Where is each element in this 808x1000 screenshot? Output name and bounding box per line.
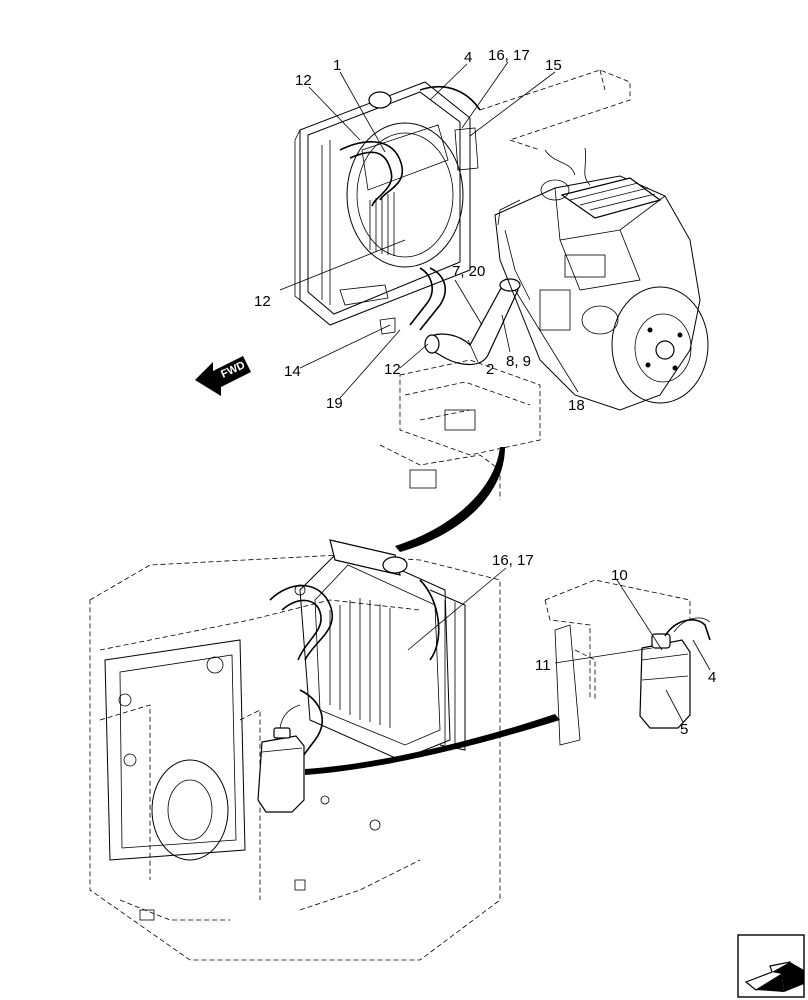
callout-8-9: 8, 9: [506, 353, 531, 370]
callout-5: 5: [680, 721, 688, 738]
machine-frame-lower: [89, 554, 501, 961]
engine-assembly-upper: [479, 69, 709, 411]
page-turn-icon[interactable]: [737, 934, 805, 998]
radiator-assembly-upper: [294, 81, 521, 365]
callout-7-20: 7, 20: [452, 263, 485, 280]
callout-19: 19: [326, 395, 343, 412]
callout-1: 1: [333, 57, 341, 74]
callout-10: 10: [611, 567, 628, 584]
callout-4: 4: [708, 669, 716, 686]
callout-11: 11: [535, 657, 551, 674]
callout-15: 15: [545, 57, 562, 74]
connector-arrows: [305, 447, 560, 775]
forward-direction-arrow: FWD: [195, 356, 251, 396]
callout-2: 2: [486, 361, 494, 378]
reservoir-tank-lower: [257, 704, 305, 813]
callout-14: 14: [284, 363, 301, 380]
callout-12: 12: [295, 72, 312, 89]
callout-16-17: 16, 17: [492, 552, 534, 569]
callout-12: 12: [384, 361, 401, 378]
radiator-assembly-lower: [269, 539, 466, 761]
reservoir-detail: [544, 579, 711, 746]
callout-18: 18: [568, 397, 585, 414]
callout-12: 12: [254, 293, 271, 310]
leader-lines: [279, 61, 711, 723]
callout-16-17: 16, 17: [488, 47, 530, 64]
callout-4: 4: [464, 49, 472, 66]
callouts: 1 12 4 16, 17 15 12 7, 20 14 12 2 8, 9 1…: [254, 47, 716, 738]
frame-upper-lower: [379, 359, 541, 500]
